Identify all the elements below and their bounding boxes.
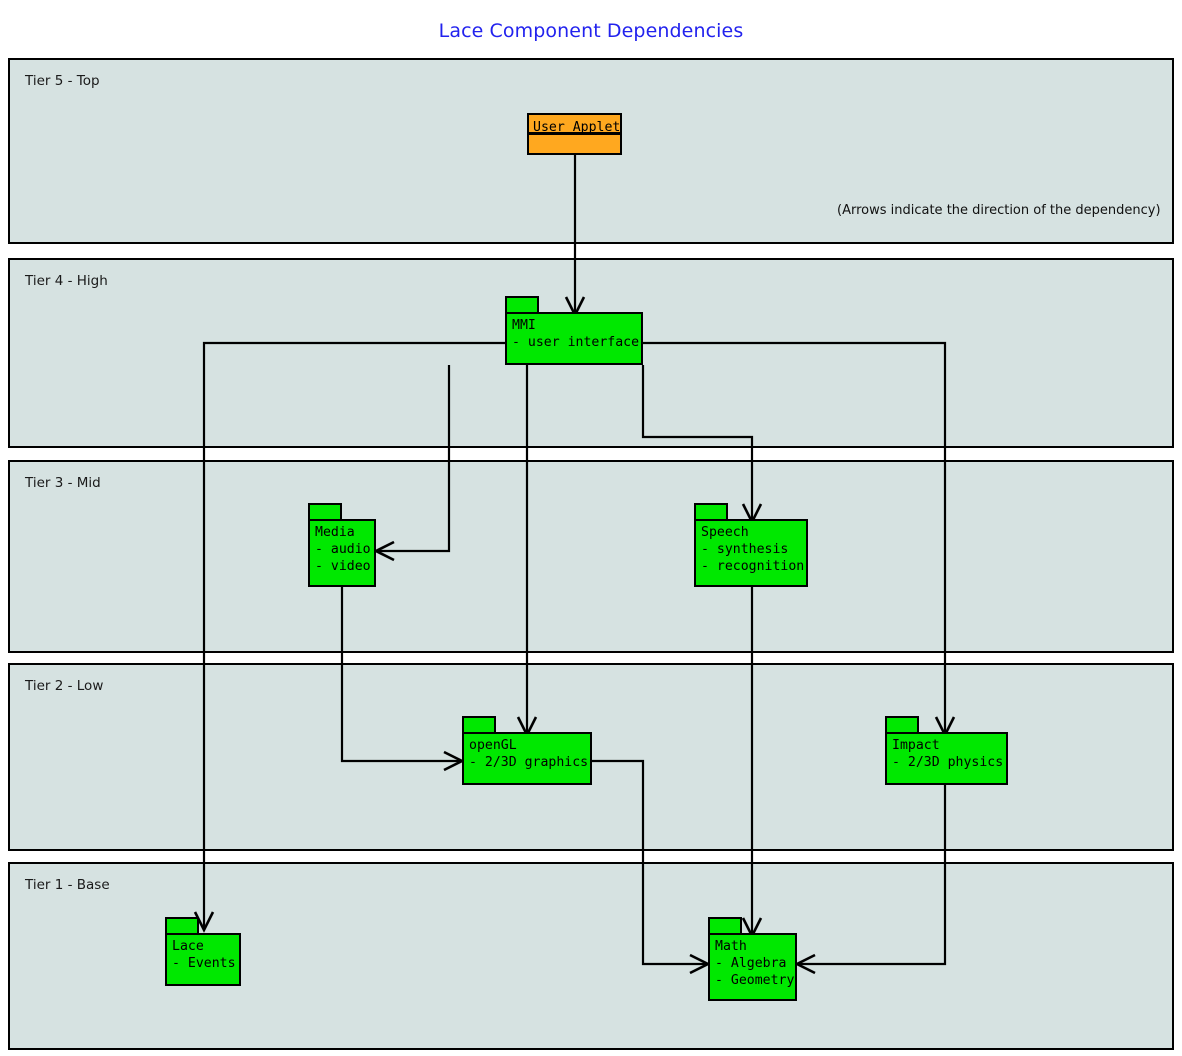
opengl-line-0: openGL — [469, 738, 517, 753]
speech-package-body: Speech - synthesis - recognition — [694, 519, 808, 587]
impact-package-body: Impact - 2/3D physics — [885, 732, 1008, 785]
media-line-2: - video — [315, 559, 371, 574]
math-package-body: Math - Algebra - Geometry — [708, 933, 797, 1001]
media-line-0: Media — [315, 525, 355, 540]
opengl-line-1: - 2/3D graphics — [469, 755, 589, 770]
tier-label-tier1: Tier 1 - Base — [25, 877, 110, 893]
user-applet-label: User Applet — [533, 120, 621, 135]
tier-container-tier3: Tier 3 - Mid — [8, 460, 1174, 653]
lace-line-1: - Events — [172, 956, 236, 971]
component-mmi[interactable]: MMI - user interface — [505, 296, 643, 365]
impact-line-0: Impact — [892, 738, 940, 753]
speech-line-2: - recognition — [701, 559, 805, 574]
page-title: Lace Component Dependencies — [438, 20, 744, 42]
speech-line-0: Speech — [701, 525, 749, 540]
mmi-line-0: MMI — [512, 318, 536, 333]
component-lace[interactable]: Lace - Events — [165, 917, 241, 986]
lace-line-0: Lace — [172, 939, 204, 954]
component-media[interactable]: Media - audio - video — [308, 503, 376, 587]
component-math[interactable]: Math - Algebra - Geometry — [708, 917, 797, 1001]
lace-package-body: Lace - Events — [165, 933, 241, 986]
legend-note: (Arrows indicate the direction of the de… — [837, 203, 1161, 218]
math-line-1: - Algebra — [715, 956, 787, 971]
mmi-line-1: - user interface — [512, 335, 640, 350]
media-package-body: Media - audio - video — [308, 519, 376, 587]
user-applet-label-box: User Applet — [527, 113, 622, 135]
opengl-package-body: openGL - 2/3D graphics — [462, 732, 592, 785]
user-applet-body — [527, 133, 622, 155]
component-impact[interactable]: Impact - 2/3D physics — [885, 716, 1008, 785]
component-user-applet[interactable]: User Applet — [527, 113, 622, 155]
tier-label-tier2: Tier 2 - Low — [25, 678, 104, 694]
tier-label-tier4: Tier 4 - High — [25, 273, 108, 289]
component-speech[interactable]: Speech - synthesis - recognition — [694, 503, 808, 587]
tier-label-tier5: Tier 5 - Top — [25, 73, 100, 89]
media-line-1: - audio — [315, 542, 371, 557]
math-line-0: Math — [715, 939, 747, 954]
tier-label-tier3: Tier 3 - Mid — [25, 475, 101, 491]
impact-line-1: - 2/3D physics — [892, 755, 1004, 770]
mmi-package-body: MMI - user interface — [505, 312, 643, 365]
component-opengl[interactable]: openGL - 2/3D graphics — [462, 716, 592, 785]
speech-line-1: - synthesis — [701, 542, 789, 557]
math-line-2: - Geometry — [715, 973, 795, 988]
